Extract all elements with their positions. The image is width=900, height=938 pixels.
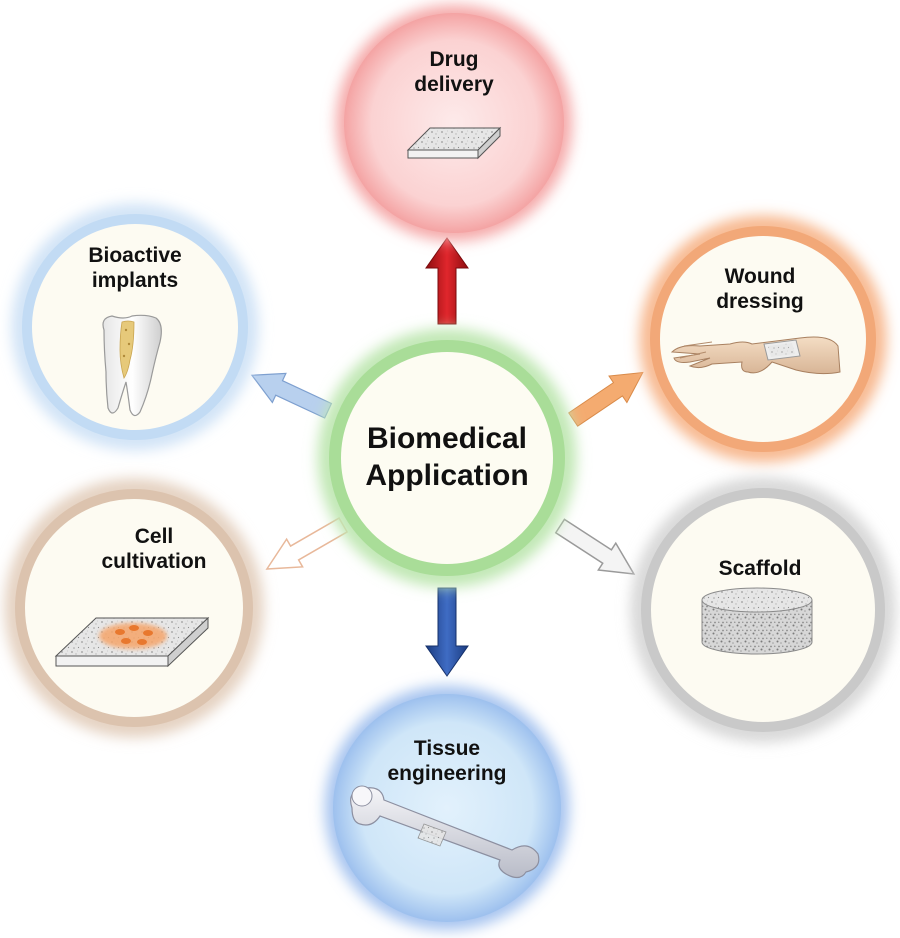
label-drug-delivery-line1: Drug bbox=[429, 48, 479, 71]
arrow-to-scaffold bbox=[554, 518, 636, 575]
tooth-implant-icon bbox=[102, 314, 162, 417]
label-bioactive-implants: Bioactive implants bbox=[55, 243, 215, 293]
femur-bone-icon bbox=[350, 785, 540, 879]
arrow-to-tissue-engineering bbox=[425, 587, 469, 677]
center-title: Biomedical Application bbox=[327, 420, 567, 494]
node-cell-cultivation bbox=[5, 479, 263, 737]
node-bioactive-implants bbox=[12, 204, 258, 450]
label-cell-cultivation-line1: Cell bbox=[134, 525, 174, 548]
label-wound-dressing: Wound dressing bbox=[680, 264, 840, 314]
label-wound-dressing-line2: dressing bbox=[716, 290, 804, 313]
label-tissue-engineering: Tissue engineering bbox=[367, 736, 527, 786]
label-scaffold: Scaffold bbox=[680, 556, 840, 581]
label-drug-delivery-line2: delivery bbox=[414, 73, 494, 96]
label-scaffold-line1: Scaffold bbox=[718, 557, 802, 580]
node-wound-dressing bbox=[640, 216, 886, 462]
label-drug-delivery: Drug delivery bbox=[374, 47, 534, 97]
node-scaffold bbox=[631, 478, 895, 742]
arrow-to-bioactive-implants bbox=[250, 372, 333, 419]
label-cell-cultivation-line2: cultivation bbox=[101, 550, 207, 573]
center-title-line1: Biomedical bbox=[366, 422, 528, 455]
arrow-to-drug-delivery bbox=[425, 237, 469, 325]
label-tissue-engineering-line1: Tissue bbox=[413, 737, 481, 760]
center-node bbox=[318, 329, 576, 587]
node-tissue-engineering bbox=[325, 686, 569, 930]
porous-sheet-icon bbox=[406, 126, 502, 160]
label-wound-dressing-line1: Wound bbox=[724, 265, 796, 288]
bandaged-hand-icon bbox=[670, 336, 841, 375]
label-bioactive-implants-line2: implants bbox=[91, 269, 179, 292]
cell-culture-sheet-icon bbox=[54, 616, 210, 668]
porous-cylinder-icon bbox=[701, 587, 813, 655]
center-title-line2: Application bbox=[365, 459, 529, 492]
label-bioactive-implants-line1: Bioactive bbox=[88, 244, 182, 267]
label-tissue-engineering-line2: engineering bbox=[387, 762, 507, 785]
arrow-to-cell-cultivation bbox=[265, 517, 349, 570]
label-cell-cultivation: Cell cultivation bbox=[74, 524, 234, 574]
arrow-to-wound-dressing bbox=[568, 371, 644, 427]
node-drug-delivery bbox=[336, 5, 572, 241]
